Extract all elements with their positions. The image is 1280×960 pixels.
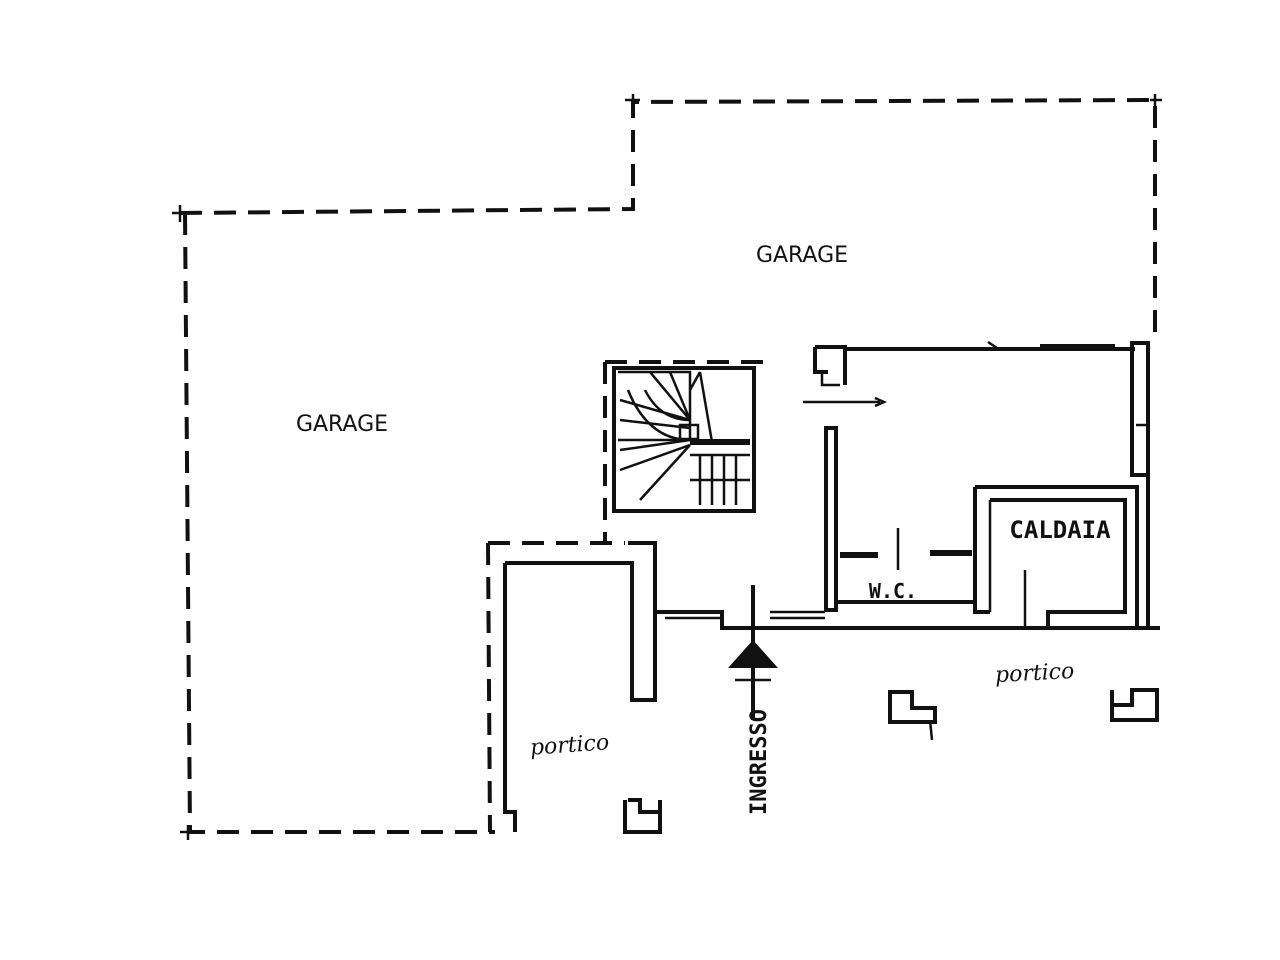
entrance-label: INGRESSO [747,709,772,815]
staircase [612,366,756,513]
porch-columns [623,688,1159,834]
garage-perimeter [172,94,1162,840]
interior-walls [503,340,1160,832]
garage-label-left: GARAGE [296,412,388,437]
porch-label-right: portico [994,659,1074,688]
entrance-arrow-icon [728,585,778,720]
porch-label-left: portico [529,730,610,760]
boiler-room-label: CALDAIA [1009,516,1111,544]
toilet-label: W.C. [869,579,917,603]
garage-label-upper: GARAGE [756,243,848,268]
